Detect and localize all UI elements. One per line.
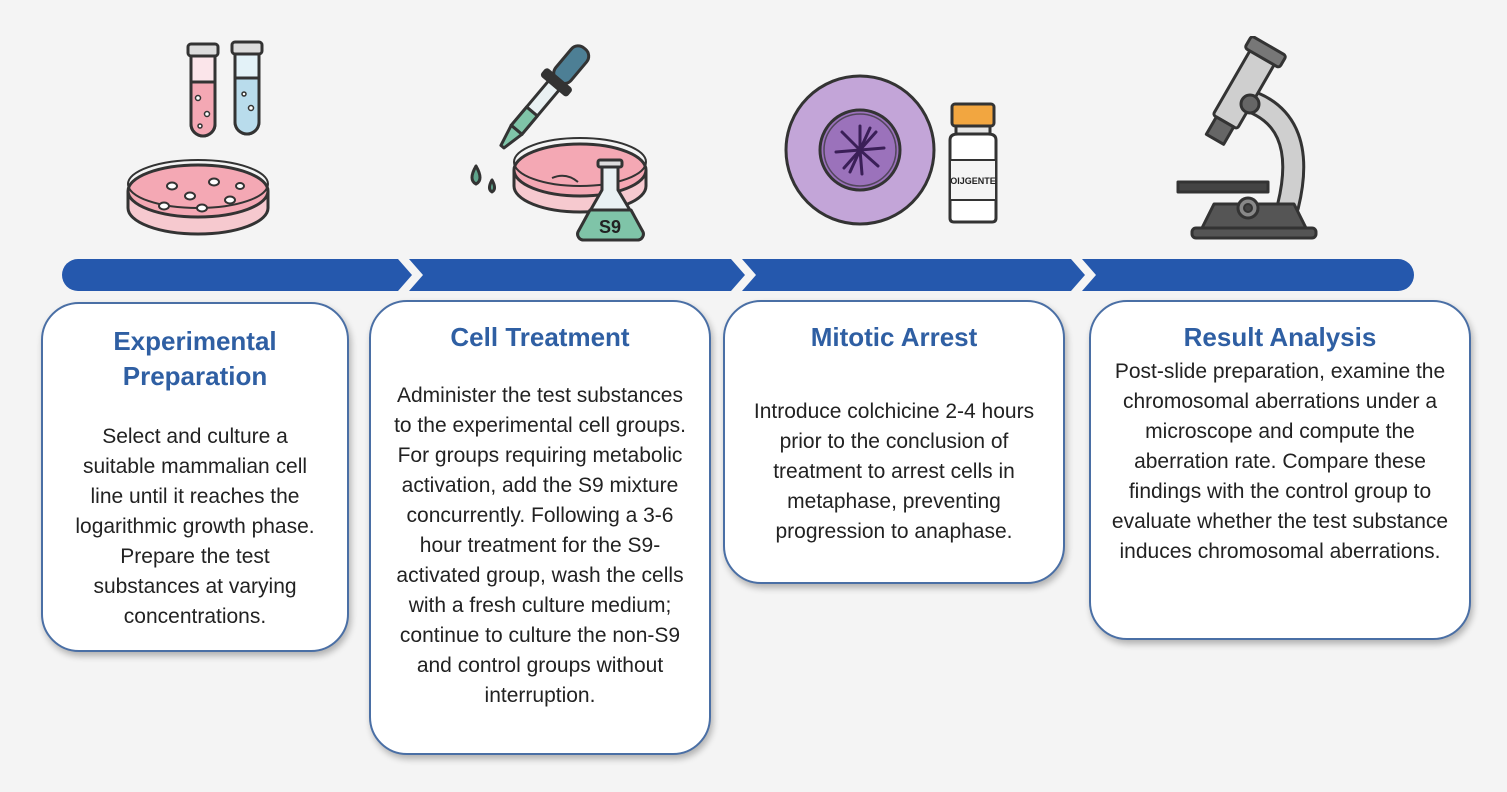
step-title: Experimental Preparation [113,326,277,391]
step-card-experimental-preparation: Experimental Preparation Select and cult… [41,302,349,652]
step-description: Select and culture a suitable mammalian … [75,425,315,628]
timeline-segment-1 [62,259,412,291]
step-title: Mitotic Arrest [810,322,978,352]
timeline-segment-3 [742,259,1085,291]
microscope-icon [1176,36,1318,240]
step-title: Result Analysis [1183,322,1377,352]
process-timeline-arrow [62,259,1414,291]
timeline-segment-2 [409,259,745,291]
step-description: Administer the test substances to the ex… [394,384,686,707]
step-description: Post-slide preparation, examine the chro… [1111,360,1449,563]
step-title: Cell Treatment [450,322,630,352]
step-card-cell-treatment: Cell Treatment Administer the test subst… [369,300,711,755]
flask-label: S9 [599,217,621,237]
step-card-result-analysis: Result Analysis Post-slide preparation, … [1089,300,1471,640]
dropper-petri-flask-icon: S9 [470,44,648,242]
vial-label: OIJGENTE [950,176,996,186]
step-description: Introduce colchicine 2-4 hours prior to … [753,400,1035,543]
petri-dish-test-tubes-icon [126,40,270,236]
cell-vial-icon: OIJGENTE [784,74,998,226]
timeline-segment-4 [1082,259,1414,291]
step-card-mitotic-arrest: Mitotic Arrest Introduce colchicine 2-4 … [723,300,1065,584]
